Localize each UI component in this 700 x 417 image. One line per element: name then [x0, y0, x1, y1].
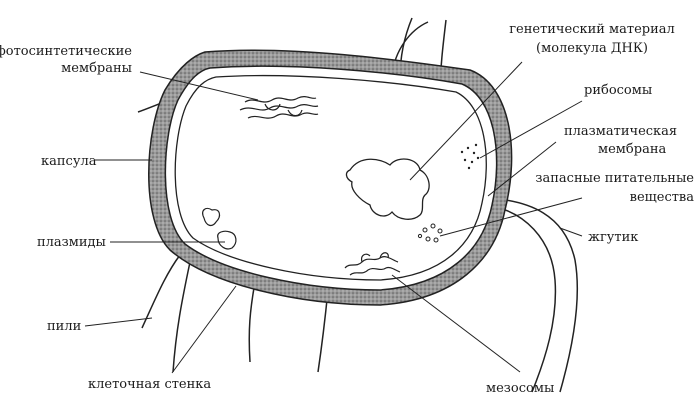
label-cell-wall: клеточная стенка: [88, 377, 211, 392]
pilus: [141, 254, 181, 329]
label-storage-nutrients-line1: запасные питательные: [535, 171, 694, 186]
label-photosynthetic-membranes-line1: фотосинтетические: [0, 44, 132, 59]
pilus: [172, 261, 191, 373]
plasmids: [202, 207, 237, 250]
leader-lines: [84, 61, 583, 374]
pilus: [248, 281, 256, 363]
label-plasmids: плазмиды: [37, 235, 106, 250]
nucleoid: [345, 158, 430, 220]
label-plasma-membrane-line2: мембрана: [598, 142, 666, 157]
label-photosynthetic-membranes-line2: мембраны: [61, 61, 132, 76]
label-pili: пили: [47, 319, 81, 334]
mesosomes: [344, 252, 401, 276]
ribosomes: [460, 143, 480, 170]
label-ribosomes: рибосомы: [584, 83, 652, 98]
plasma-membrane-line: [174, 74, 487, 281]
storage-nutrients: [417, 223, 443, 243]
label-genetic-material-line2: (молекула ДНК): [536, 41, 648, 56]
label-mesosomes: мезосомы: [486, 381, 554, 396]
label-capsule: капсула: [41, 154, 97, 169]
label-storage-nutrients-line2: вещества: [630, 190, 695, 205]
label-plasma-membrane-line1: плазматическая: [564, 124, 677, 139]
photosynthetic-membranes: [239, 95, 319, 119]
flagellum: [484, 197, 579, 393]
label-genetic-material-line1: генетический материал: [509, 22, 675, 37]
label-flagellum: жгутик: [588, 230, 638, 245]
